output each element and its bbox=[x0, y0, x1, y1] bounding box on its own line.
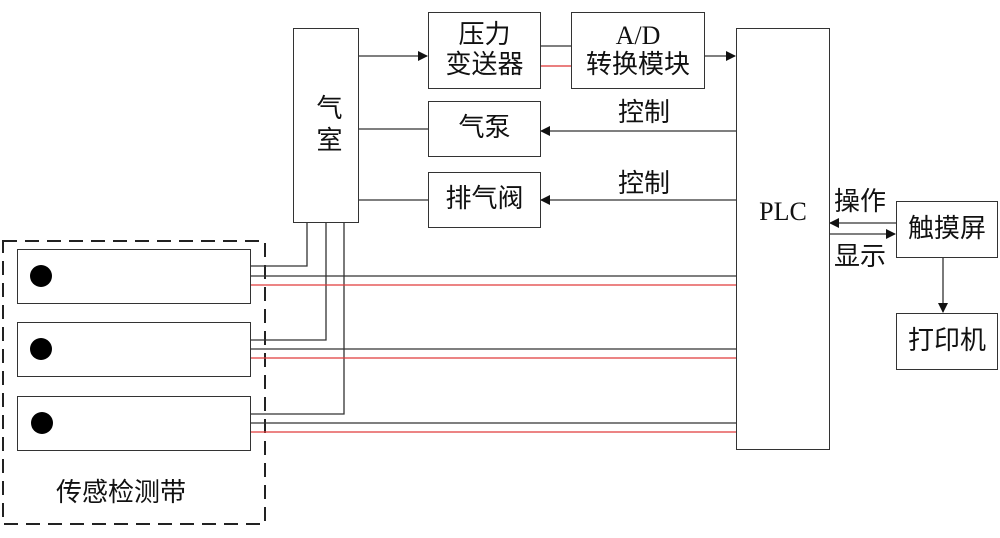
air-pump-block: 气泵 bbox=[428, 101, 541, 157]
touchscreen-label: 触摸屏 bbox=[907, 213, 986, 244]
tube-sensor-3 bbox=[250, 222, 345, 415]
pressure-transmitter-block: 压力 变送器 bbox=[428, 12, 541, 89]
valve-control-label: 控制 bbox=[618, 169, 671, 199]
plc-label: PLC bbox=[759, 197, 807, 227]
sensor-strip-3 bbox=[17, 396, 251, 451]
sensor-point-1 bbox=[30, 265, 52, 287]
operate-label: 操作 bbox=[834, 187, 887, 217]
gas-chamber-label: 气室 bbox=[311, 93, 342, 158]
tube-sensor-2 bbox=[250, 222, 327, 341]
ad-module-block: A/D 转换模块 bbox=[571, 12, 705, 89]
exhaust-valve-label: 排气阀 bbox=[445, 184, 524, 215]
plc-block: PLC bbox=[736, 28, 830, 450]
exhaust-valve-block: 排气阀 bbox=[428, 172, 541, 228]
sensor-strip-2 bbox=[17, 322, 251, 377]
touchscreen-block: 触摸屏 bbox=[896, 201, 998, 258]
pump-control-label: 控制 bbox=[618, 98, 671, 128]
printer-block: 打印机 bbox=[896, 313, 998, 370]
ad-module-label-line2: 转换模块 bbox=[585, 49, 690, 80]
air-pump-label: 气泵 bbox=[458, 113, 511, 144]
tube-sensor-1 bbox=[250, 222, 308, 267]
display-label: 显示 bbox=[834, 242, 887, 272]
gas-chamber-block: 气室 bbox=[293, 28, 359, 223]
ad-module-label-line1: A/D bbox=[615, 20, 661, 50]
sensor-point-2 bbox=[30, 338, 52, 360]
pressure-transmitter-label-line1: 压力 bbox=[458, 19, 511, 50]
pressure-transmitter-label-line2: 变送器 bbox=[445, 49, 524, 80]
sensor-band-label: 传感检测带 bbox=[56, 478, 187, 508]
sensor-point-3 bbox=[31, 412, 53, 434]
sensor-band-frame bbox=[2, 240, 266, 525]
printer-label: 打印机 bbox=[907, 325, 986, 356]
sensor-strip-1 bbox=[17, 249, 251, 304]
